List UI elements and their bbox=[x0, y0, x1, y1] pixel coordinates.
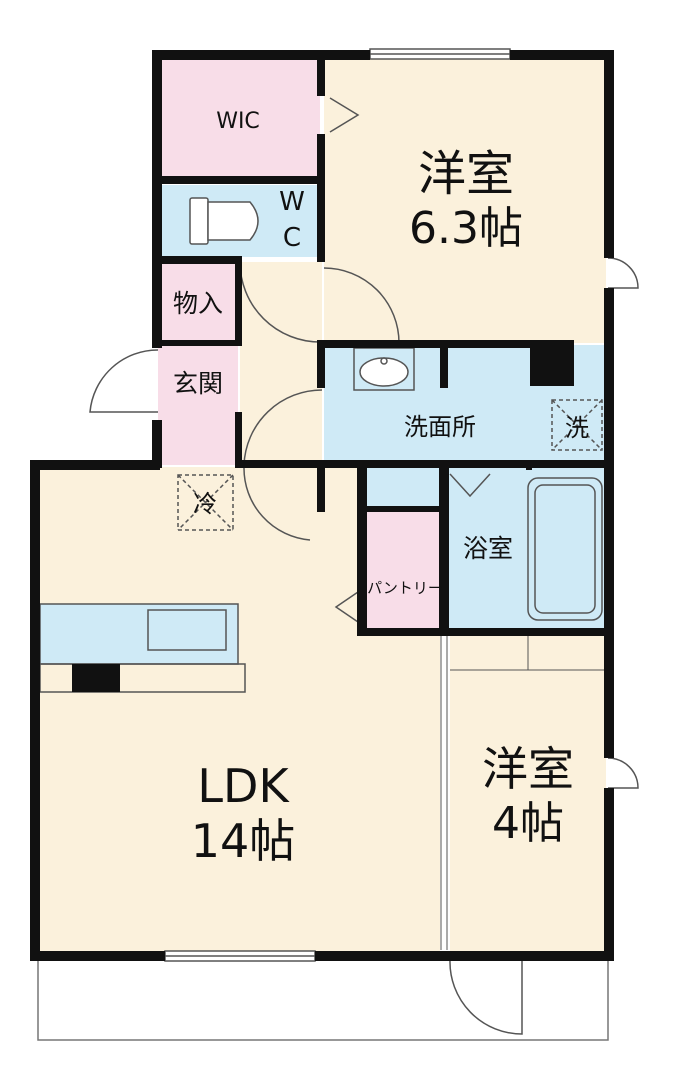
bath-label: 浴室 bbox=[463, 534, 513, 563]
fridge-space bbox=[177, 474, 234, 531]
storage-label: 物入 bbox=[173, 289, 223, 318]
western-small-size: 4帖 bbox=[492, 798, 564, 849]
washroom-label: 洗面所 bbox=[404, 413, 476, 441]
floor-fills bbox=[38, 58, 606, 955]
western-large-floor bbox=[324, 58, 606, 343]
entrance-label: 玄関 bbox=[173, 369, 223, 398]
hall-floor bbox=[240, 262, 322, 467]
toilet-tank bbox=[189, 197, 209, 245]
western-small-name: 洋室 bbox=[482, 742, 574, 796]
walls bbox=[30, 50, 614, 961]
ldk-size: 14帖 bbox=[191, 814, 296, 868]
wash-basin bbox=[359, 357, 409, 387]
bath-passage-floor bbox=[365, 467, 445, 512]
western-small-floor bbox=[450, 634, 606, 955]
western-large-size: 6.3帖 bbox=[409, 203, 523, 254]
room-labels: WIC W C 物入 玄関 洋室 6.3帖 洗面所 洗 冷 パントリー 浴室 L… bbox=[173, 109, 589, 868]
pantry-label: パントリー bbox=[367, 579, 443, 597]
wc-label-bottom: C bbox=[283, 223, 301, 253]
ldk-name: LDK bbox=[197, 759, 290, 813]
toilet-bowl bbox=[207, 201, 259, 241]
wc-label-top: W bbox=[279, 187, 305, 217]
bathtub bbox=[527, 477, 603, 621]
washer-label: 洗 bbox=[565, 414, 589, 442]
kitchen-post bbox=[72, 664, 120, 692]
wic-label: WIC bbox=[216, 109, 260, 134]
structural-post bbox=[530, 340, 574, 386]
kitchen-sink bbox=[147, 609, 227, 651]
entrance-floor bbox=[158, 345, 238, 465]
bath-floor bbox=[447, 467, 606, 632]
balcony-door bbox=[449, 959, 523, 1035]
balcony bbox=[37, 958, 609, 1041]
western-large-name: 洋室 bbox=[418, 146, 514, 202]
pantry-floor bbox=[365, 512, 445, 632]
washer-pan bbox=[551, 399, 603, 451]
fridge-label: 冷 bbox=[193, 490, 217, 518]
kitchen-counter bbox=[39, 603, 239, 665]
entrance-door bbox=[89, 349, 159, 413]
wic-floor bbox=[158, 58, 320, 178]
fixtures bbox=[37, 48, 639, 1041]
storage-floor bbox=[158, 262, 238, 342]
